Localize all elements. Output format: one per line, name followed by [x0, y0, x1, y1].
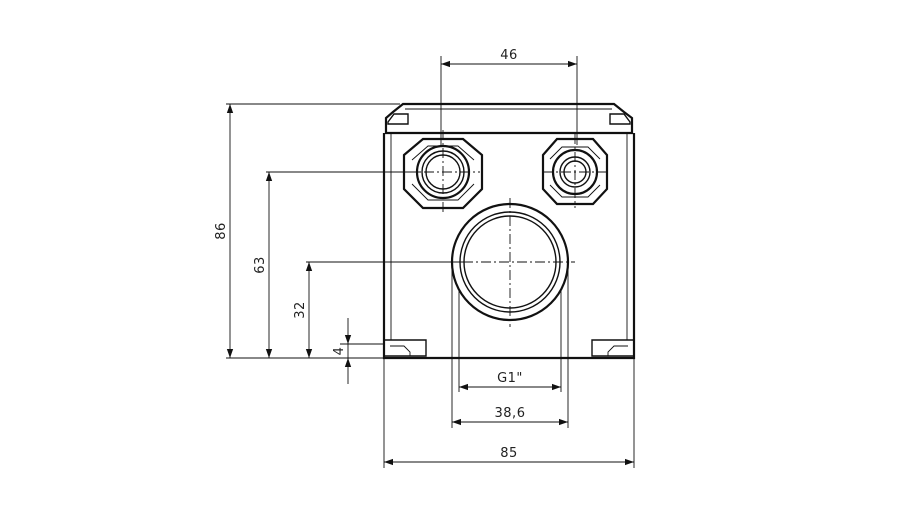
dim-label-32: 32: [293, 301, 308, 319]
dimension-overall-height: 86: [214, 104, 234, 358]
dim-label-63: 63: [253, 256, 268, 274]
dimension-thread: G1": [459, 371, 561, 391]
dimension-overall-width: 85: [384, 446, 634, 466]
dimension-foot-height: 4: [332, 318, 352, 384]
right-foot: [591, 339, 634, 357]
left-foot: [384, 339, 427, 357]
dimension-gland-spacing: 46: [441, 48, 577, 68]
dim-label-4: 4: [332, 347, 347, 356]
dimension-gland-height: 63: [253, 172, 273, 358]
dimension-center-height: 32: [293, 262, 313, 358]
dim-label-46: 46: [500, 48, 518, 63]
dim-label-38-6: 38,6: [495, 406, 526, 421]
dim-label-g1: G1": [497, 371, 523, 386]
dim-label-86: 86: [214, 222, 229, 240]
center-lines: [406, 130, 607, 327]
housing-body: [382, 102, 636, 360]
dim-label-85: 85: [500, 446, 518, 461]
dimension-bore-diameter: 38,6: [452, 406, 568, 426]
extension-lines: [226, 56, 635, 468]
